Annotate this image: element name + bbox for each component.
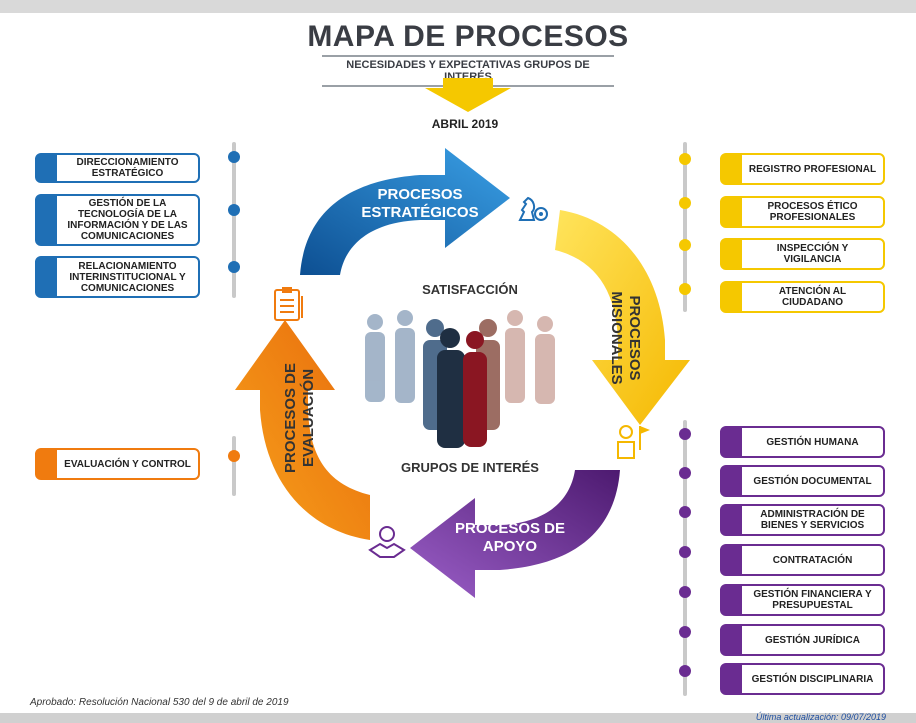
page-title: MAPA DE PROCESOS (307, 20, 629, 53)
process-administracion-bienes[interactable]: ADMINISTRACIÓN DE BIENES Y SERVICIOS (720, 504, 885, 536)
strategic-arrow (300, 148, 510, 275)
process-registro-profesional[interactable]: REGISTRO PROFESIONAL (720, 153, 885, 185)
stakeholders-label: GRUPOS DE INTERÉS (401, 460, 539, 475)
missional-dot (679, 197, 691, 209)
support-dot (679, 467, 691, 479)
chess-gear-icon (518, 196, 548, 221)
strategic-dot (228, 261, 240, 273)
people-silhouettes-icon (365, 310, 555, 448)
evaluation-arrow (235, 320, 370, 540)
satisfaction-label: SATISFACCIÓN (422, 282, 518, 297)
strategic-dot (228, 151, 240, 163)
down-arrow-icon (425, 78, 511, 112)
top-bar (0, 0, 916, 13)
checklist-icon (274, 287, 303, 321)
date-label: ABRIL 2019 (431, 117, 499, 131)
handshake-gear-icon (368, 526, 406, 558)
process-relacionamiento[interactable]: RELACIONAMIENTO INTERINSTITUCIONAL Y COM… (35, 256, 200, 298)
support-dot (679, 506, 691, 518)
process-gestion-humana[interactable]: GESTIÓN HUMANA (720, 426, 885, 458)
process-gestion-documental[interactable]: GESTIÓN DOCUMENTAL (720, 465, 885, 497)
process-cycle-diagram (235, 148, 690, 598)
support-dot (679, 586, 691, 598)
process-inspeccion-vigilancia[interactable]: INSPECCIÓN Y VIGILANCIA (720, 238, 885, 270)
missional-dot (679, 283, 691, 295)
support-dot (679, 546, 691, 558)
support-dot (679, 428, 691, 440)
strategic-connector (232, 142, 236, 298)
process-etico-profesionales[interactable]: PROCESOS ÉTICO PROFESIONALES (720, 196, 885, 228)
process-gestion-financiera[interactable]: GESTIÓN FINANCIERA Y PRESUPUESTAL (720, 584, 885, 616)
process-gestion-disciplinaria[interactable]: GESTIÓN DISCIPLINARIA (720, 663, 885, 695)
strategic-dot (228, 204, 240, 216)
process-direccionamiento[interactable]: DIRECCIONAMIENTO ESTRATÉGICO (35, 153, 200, 183)
last-update-note: Última actualización: 09/07/2019 (755, 712, 886, 722)
process-evaluacion-control[interactable]: EVALUACIÓN Y CONTROL (35, 448, 200, 480)
process-atencion-ciudadano[interactable]: ATENCIÓN AL CIUDADANO (720, 281, 885, 313)
support-dot (679, 665, 691, 677)
process-gestion-tecnologia[interactable]: GESTIÓN DE LA TECNOLOGÍA DE LA INFORMACI… (35, 194, 200, 246)
evaluation-dot (228, 450, 240, 462)
bottom-bar (0, 713, 916, 723)
approval-note: Aprobado: Resolución Nacional 530 del 9 … (30, 697, 289, 708)
process-gestion-juridica[interactable]: GESTIÓN JURÍDICA (720, 624, 885, 656)
missional-dot (679, 153, 691, 165)
support-connector (683, 420, 687, 696)
missional-connector (683, 142, 687, 312)
support-dot (679, 626, 691, 638)
support-arrow (410, 470, 620, 598)
process-contratacion[interactable]: CONTRATACIÓN (720, 544, 885, 576)
missional-dot (679, 239, 691, 251)
idea-flag-icon (617, 425, 650, 459)
evaluation-connector (232, 436, 236, 496)
missional-arrow (555, 210, 690, 425)
